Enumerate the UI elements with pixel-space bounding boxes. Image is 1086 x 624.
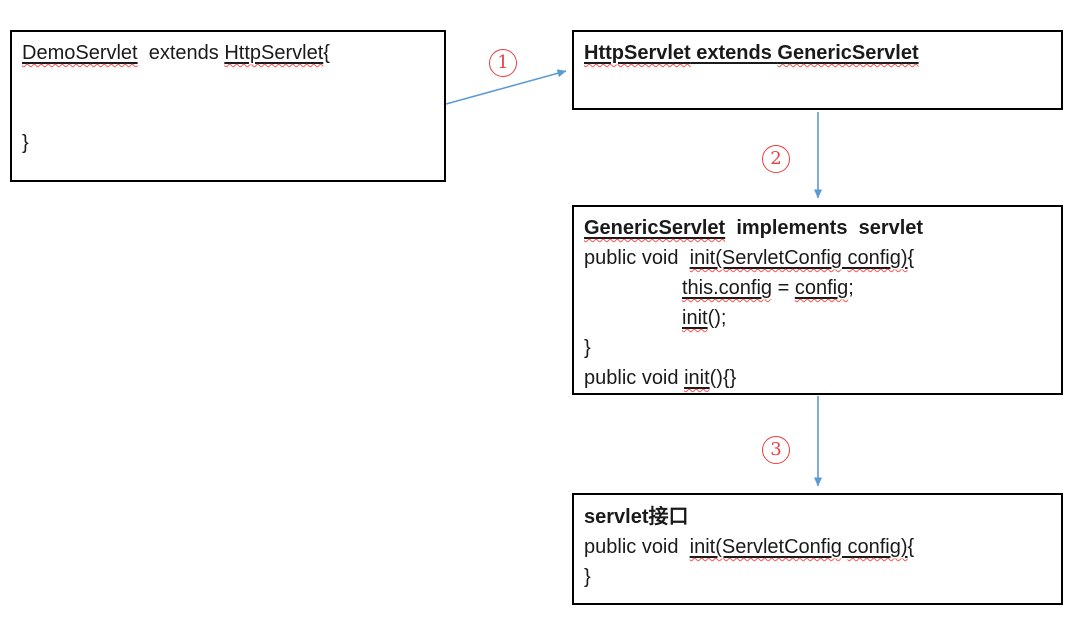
code-segment: 接口: [648, 504, 689, 528]
code-segment: =: [772, 277, 795, 299]
code-segment: config: [794, 277, 849, 299]
code-line: }: [584, 562, 1051, 592]
code-segment: }: [584, 337, 591, 359]
code-segment: HttpServlet: [224, 42, 324, 64]
code-segment: extends: [137, 42, 225, 64]
circled-number-3: 3: [762, 436, 790, 464]
code-segment: init: [684, 367, 710, 389]
code-line: HttpServlet extends GenericServlet: [584, 38, 1051, 68]
code-segment: implements servlet: [725, 217, 924, 239]
code-segment: }: [584, 566, 591, 588]
code-line: this.config = config;: [584, 273, 1051, 303]
code-segment: GenericServlet: [777, 42, 919, 64]
code-segment: init(ServletConfig: [689, 247, 842, 269]
class-box-http-servlet: HttpServlet extends GenericServlet: [572, 30, 1063, 110]
code-line: public void init(ServletConfig config){: [584, 532, 1051, 562]
code-segment: GenericServlet: [584, 217, 726, 239]
code-segment: ();: [707, 307, 727, 329]
code-segment: config): [847, 536, 908, 558]
code-segment: public void: [584, 536, 690, 558]
code-segment: {: [907, 247, 915, 269]
code-segment: ;: [848, 277, 854, 299]
code-line: init();: [584, 303, 1051, 333]
code-line: }: [584, 333, 1051, 363]
code-line: public void init(){}: [584, 363, 1051, 393]
code-line: servlet接口: [584, 501, 1051, 532]
code-segment: }: [22, 132, 29, 154]
code-line: DemoServlet extends HttpServlet{: [22, 38, 434, 68]
code-segment: extends: [690, 42, 778, 64]
code-segment: {: [907, 536, 915, 558]
code-segment: (){}: [709, 367, 737, 389]
code-line: GenericServlet implements servlet: [584, 213, 1051, 243]
code-segment: this.config: [682, 277, 773, 299]
code-line: [22, 98, 434, 128]
circled-number-2: 2: [762, 145, 790, 173]
code-segment: public void: [584, 247, 690, 269]
circled-number-1: 1: [489, 49, 517, 77]
code-line: [22, 68, 434, 98]
code-segment: DemoServlet: [22, 42, 138, 64]
code-line: }: [22, 128, 434, 158]
code-segment: {: [323, 42, 330, 64]
code-segment: public void: [584, 367, 685, 389]
class-box-demo-servlet: DemoServlet extends HttpServlet{ }: [10, 30, 446, 182]
code-segment: init(ServletConfig: [689, 536, 842, 558]
code-segment: servlet: [584, 506, 649, 528]
code-segment: HttpServlet: [584, 42, 691, 64]
code-segment: config): [847, 247, 908, 269]
code-segment: init: [682, 307, 708, 329]
code-line: public void init(ServletConfig config){: [584, 243, 1051, 273]
